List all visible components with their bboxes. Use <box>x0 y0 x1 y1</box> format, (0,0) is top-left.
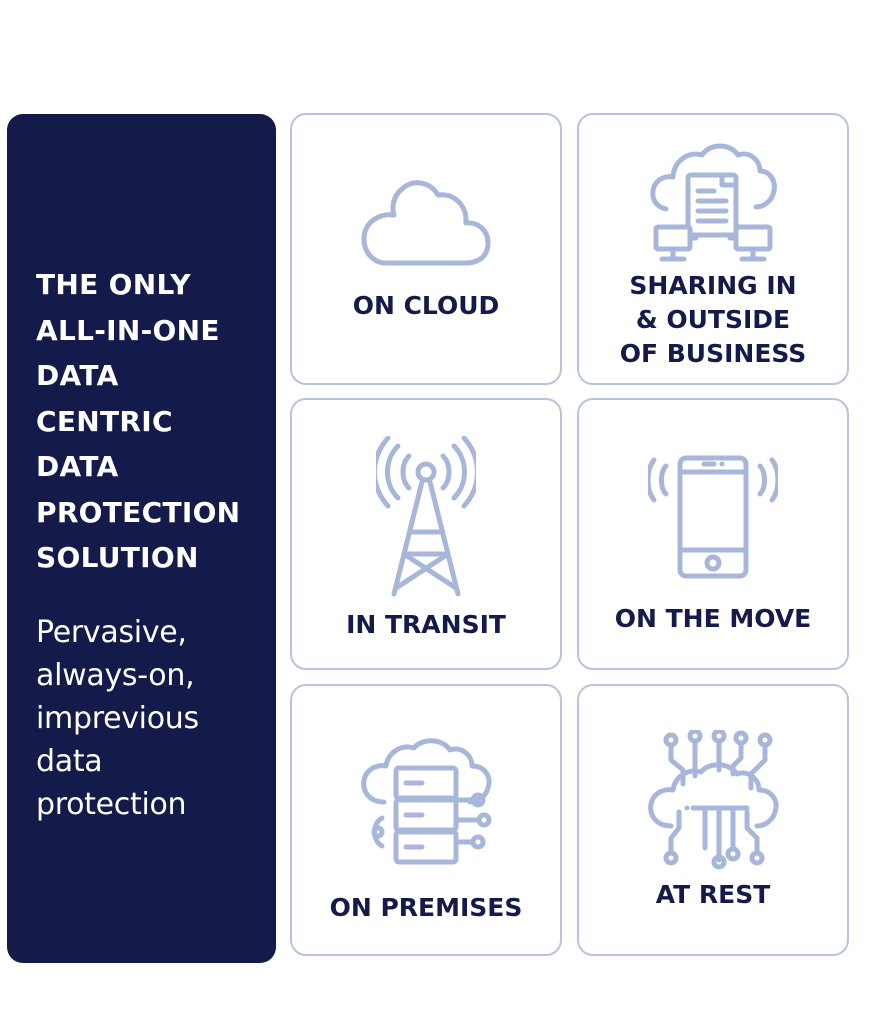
card-label: ON THE MOVE <box>579 602 847 636</box>
headline-line: ALL-IN-ONE <box>36 313 220 347</box>
card-label-line: & OUTSIDE <box>635 305 791 334</box>
tagline-line: protection <box>36 786 187 822</box>
card-sharing: SHARING IN & OUTSIDE OF BUSINESS <box>577 113 849 385</box>
headline-line: PROTECTION <box>36 495 241 529</box>
tagline-line: imprevious <box>36 700 199 736</box>
card-on-the-move: ON THE MOVE <box>577 398 849 670</box>
headline-line: DATA <box>36 450 119 483</box>
server-cloud-icon <box>292 738 560 868</box>
tagline-line: data <box>36 743 103 779</box>
card-label-line: IN TRANSIT <box>346 610 506 639</box>
headline-line: SOLUTION <box>36 541 199 574</box>
headline-line: DATA <box>36 359 119 392</box>
headline-line: THE ONLY <box>36 268 191 301</box>
card-label: SHARING IN & OUTSIDE OF BUSINESS <box>579 269 847 371</box>
card-label-line: ON PREMISES <box>329 893 523 922</box>
card-label: ON CLOUD <box>292 289 560 323</box>
card-in-transit: IN TRANSIT <box>290 398 562 670</box>
card-label-line: AT REST <box>655 880 771 909</box>
card-label-line: ON THE MOVE <box>614 604 812 633</box>
card-label: AT REST <box>579 878 847 912</box>
radio-tower-icon <box>292 436 560 606</box>
card-on-premises: ON PREMISES <box>290 684 562 956</box>
tagline: Pervasive, always-on, imprevious data pr… <box>36 611 266 826</box>
card-at-rest: AT REST <box>577 684 849 956</box>
card-label: ON PREMISES <box>292 891 560 925</box>
card-on-cloud: ON CLOUD <box>290 113 562 385</box>
cloud-circuit-icon <box>579 730 847 870</box>
tagline-line: Pervasive, <box>36 614 187 650</box>
card-label-line: OF BUSINESS <box>619 339 807 368</box>
headline-line: CENTRIC <box>36 404 173 438</box>
vibrating-phone-icon <box>579 454 847 584</box>
intro-panel: THE ONLY ALL-IN-ONE DATA CENTRIC DATA PR… <box>7 114 276 963</box>
card-label: IN TRANSIT <box>292 608 560 642</box>
cloud-icon <box>292 175 560 275</box>
card-label-line: SHARING IN <box>629 271 797 300</box>
headline: THE ONLY ALL-IN-ONE DATA CENTRIC DATA PR… <box>36 262 266 581</box>
card-label-line: ON CLOUD <box>352 291 500 320</box>
tagline-line: always-on, <box>36 657 195 693</box>
cloud-document-sharing-icon <box>579 139 847 267</box>
